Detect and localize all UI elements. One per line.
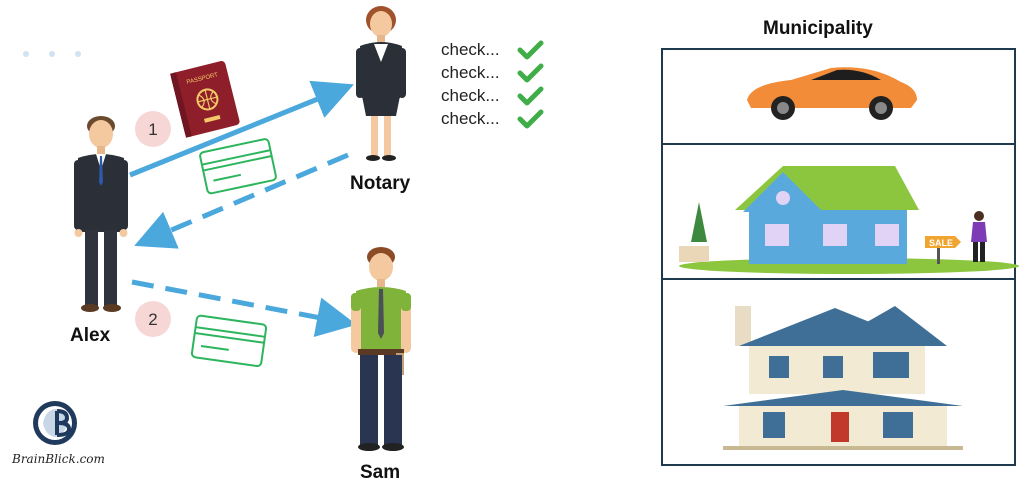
checkmark-icon: [517, 63, 544, 83]
step-badge-2: 2: [135, 301, 171, 337]
car-icon: [747, 67, 917, 120]
alex-label: Alex: [70, 325, 111, 346]
svg-text:SALE: SALE: [929, 238, 953, 248]
card-icon-top: [199, 138, 277, 195]
svg-text:2: 2: [148, 310, 157, 329]
brainblick-logo: [33, 401, 77, 445]
decorative-dots: [23, 51, 81, 57]
card-icon-bottom: [190, 314, 268, 368]
alex-figure: [74, 116, 128, 312]
checkmark-icon: [517, 86, 544, 106]
arrow-alex-to-notary: [129, 80, 354, 178]
check-item-2: check...: [441, 63, 500, 82]
passport-icon: PASSPORT: [170, 61, 240, 138]
section-divider: [663, 278, 1014, 280]
checkmark-icon: [517, 40, 544, 60]
check-item-3: check...: [441, 86, 500, 105]
brand-text: BrainBlick.com: [12, 452, 105, 466]
municipality-frame: SALE: [661, 48, 1019, 466]
municipality-title: Municipality: [763, 18, 873, 39]
arrow-notary-to-alex: [134, 152, 349, 249]
sam-label: Sam: [360, 462, 401, 483]
house-green-roof: SALE: [679, 166, 1019, 274]
sam-figure: [351, 247, 411, 451]
check-item-4: check...: [441, 109, 500, 128]
checkmark-icons: [517, 40, 544, 129]
svg-text:1: 1: [148, 120, 157, 139]
checkmark-icon: [517, 109, 544, 129]
arrow-alex-to-sam: [131, 279, 357, 337]
step-badge-1: 1: [135, 111, 171, 147]
notary-label: Notary: [350, 173, 411, 194]
notary-figure: [356, 6, 406, 161]
check-item-1: check...: [441, 40, 500, 59]
house-large: [723, 306, 963, 450]
section-divider: [663, 143, 1014, 145]
